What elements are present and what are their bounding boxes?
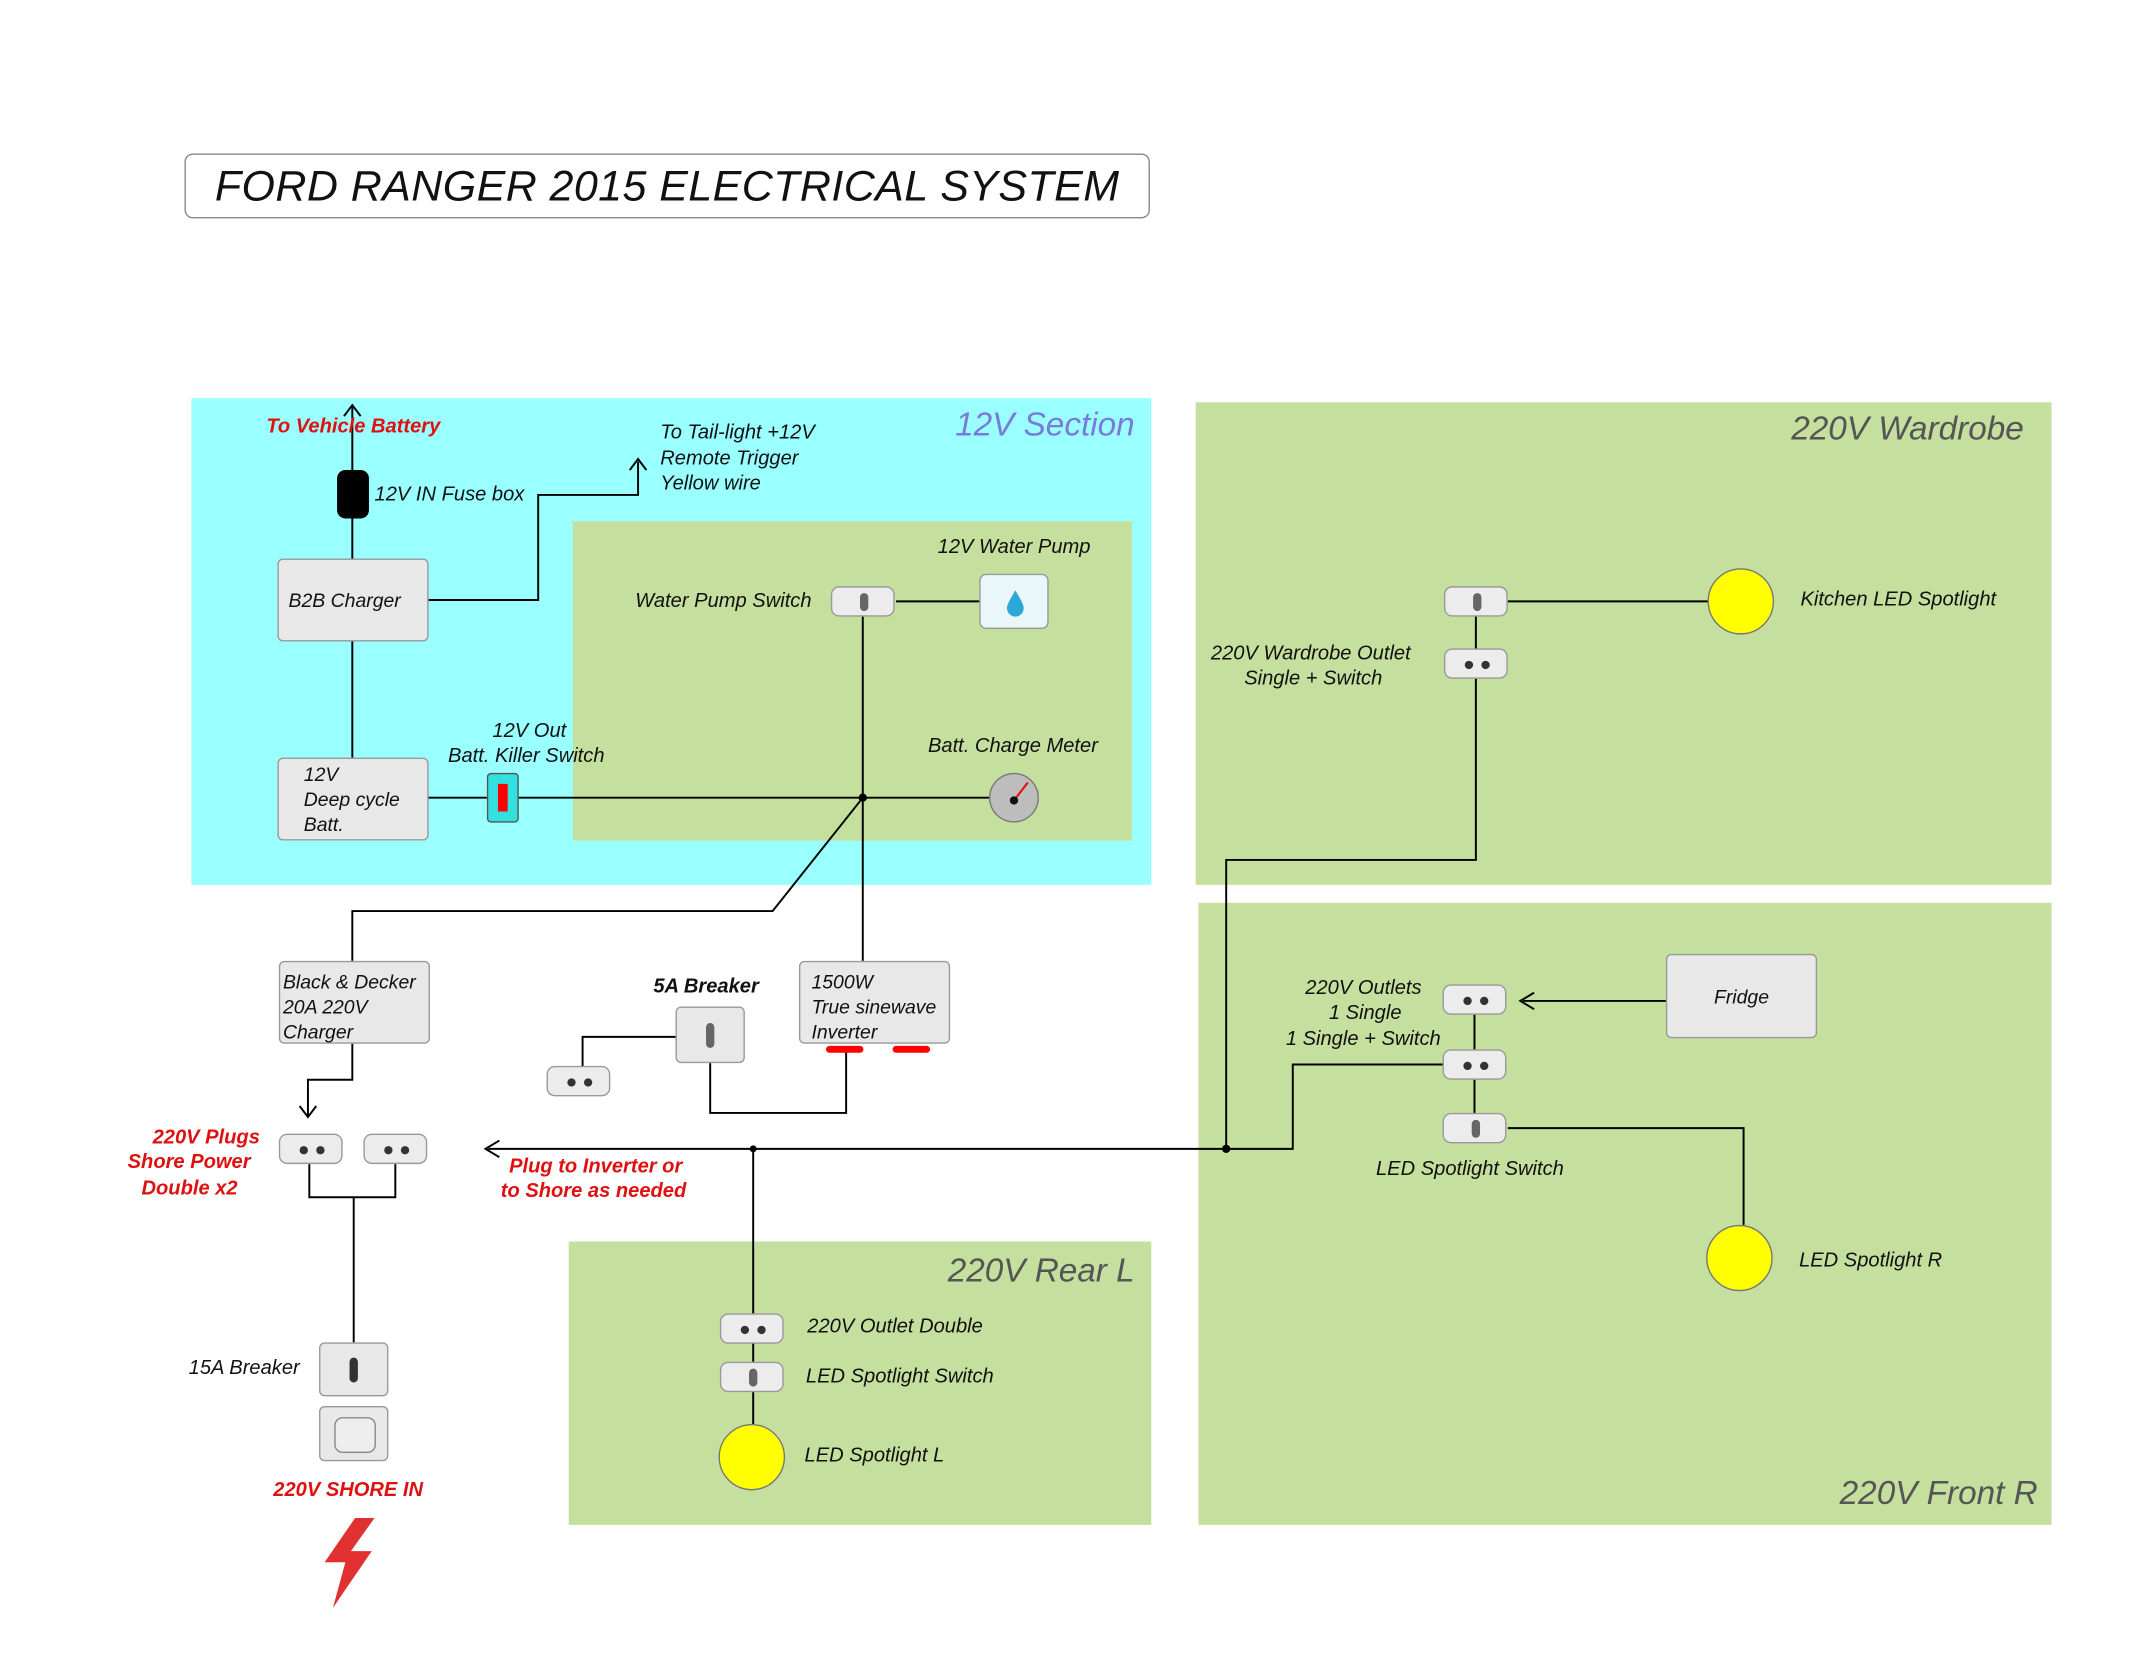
water-drop-icon [1007, 590, 1024, 617]
outlets-front-label-3: 1 Single + Switch [1285, 1028, 1441, 1051]
tail-light-label-1: To Tail-light +12V [660, 421, 815, 444]
plugs-220v-label-2: Shore Power [127, 1151, 251, 1174]
section-front-r-label: 220V Front R [1839, 1475, 2038, 1513]
front-spotlight-switch[interactable] [1442, 1112, 1507, 1144]
wardrobe-switch[interactable] [1443, 586, 1508, 617]
breaker-5a[interactable] [675, 1006, 745, 1064]
rear-spotlight-switch[interactable] [719, 1361, 784, 1393]
water-pump-switch-label: Water Pump Switch [635, 590, 812, 613]
battery-line-1: 12V [303, 763, 339, 786]
shore-plug-1[interactable] [278, 1133, 343, 1165]
kitchen-spotlight-bulb [1707, 568, 1775, 635]
outlets-front-label-2: 1 Single [1328, 1002, 1402, 1025]
water-pump-switch[interactable] [830, 586, 895, 617]
gauge-needle-icon [1009, 781, 1029, 805]
killer-switch-lever [497, 783, 508, 812]
section-220v-rear-l: 220V Rear L [568, 1241, 1152, 1525]
plug-to-inverter-label-2: to Shore as needed [500, 1180, 687, 1203]
lightning-icon [324, 1517, 375, 1608]
tail-light-label-3: Yellow wire [660, 472, 761, 495]
rear-spotlight-switch-label: LED Spotlight Switch [805, 1365, 994, 1389]
plugs-220v-label-1: 220V Plugs [152, 1126, 260, 1149]
front-outlet-switched[interactable] [1442, 1049, 1507, 1080]
tail-light-label-2: Remote Trigger [660, 447, 799, 471]
killer-switch-label-2: Batt. Killer Switch [448, 745, 605, 768]
spotlight-r-bulb [1706, 1224, 1773, 1292]
page-title: FORD RANGER 2015 ELECTRICAL SYSTEM [184, 153, 1150, 219]
inverter-line-3: Inverter [811, 1020, 878, 1043]
shore-in-label: 220V SHORE IN [273, 1479, 424, 1502]
kitchen-spotlight-label: Kitchen LED Spotlight [1800, 588, 1997, 612]
breaker-5a-label: 5A Breaker [653, 976, 759, 999]
breaker-15a-toggle [349, 1357, 358, 1383]
spotlight-l-label: LED Spotlight L [804, 1444, 945, 1467]
charge-meter-label: Batt. Charge Meter [927, 735, 1098, 758]
wardrobe-outlet[interactable] [1443, 648, 1508, 679]
fuse-box-label: 12V IN Fuse box [374, 483, 525, 506]
bd-charger-line-3: Charger [282, 1020, 354, 1043]
spotlight-l-bulb [718, 1423, 786, 1491]
inverter-line-1: 1500W [811, 970, 873, 993]
battery-line-2: Deep cycle [303, 788, 400, 811]
shore-plug-2[interactable] [363, 1133, 428, 1165]
deep-cycle-battery: 12V Deep cycle Batt. [277, 757, 429, 841]
battery-line-3: Batt. [303, 812, 344, 836]
rear-outlet-double[interactable] [719, 1313, 784, 1344]
inverter-line-2: True sinewave [811, 995, 937, 1018]
plugs-220v-label-3: Double x2 [141, 1177, 238, 1201]
charge-meter-gauge-icon [989, 772, 1039, 823]
outlet-5a-breaker[interactable] [546, 1065, 611, 1097]
fridge: Fridge [1665, 953, 1818, 1039]
water-pump-label: 12V Water Pump [937, 536, 1091, 559]
breaker-5a-toggle [706, 1023, 715, 1048]
breaker-15a[interactable] [319, 1342, 389, 1397]
bd-charger-line-1: Black & Decker [282, 970, 416, 993]
inverter-1500w: 1500W True sinewave Inverter [798, 960, 951, 1044]
water-pump-icon [979, 573, 1049, 630]
front-outlet-single[interactable] [1442, 984, 1507, 1015]
spotlight-r-label: LED Spotlight R [1799, 1249, 1943, 1272]
fridge-label: Fridge [1713, 985, 1770, 1008]
b2b-charger-label: B2B Charger [288, 588, 401, 612]
bd-charger-line-2: 20A 220V [282, 995, 368, 1018]
section-water-pump-area [572, 521, 1132, 841]
shore-inlet[interactable] [319, 1406, 389, 1462]
breaker-15a-label: 15A Breaker [188, 1357, 300, 1380]
to-vehicle-battery-label: To Vehicle Battery [266, 416, 441, 439]
black-decker-charger: Black & Decker 20A 220V Charger [278, 960, 430, 1044]
plug-to-inverter-label-1: Plug to Inverter or [509, 1155, 683, 1178]
shore-inlet-socket [334, 1417, 376, 1454]
section-wardrobe-label: 220V Wardrobe [1791, 410, 2024, 448]
wardrobe-outlet-label-2: Single + Switch [1244, 667, 1383, 690]
front-spotlight-switch-label: LED Spotlight Switch [1376, 1158, 1564, 1181]
section-12v-label: 12V Section [955, 406, 1135, 444]
wardrobe-outlet-label-1: 220V Wardrobe Outlet [1210, 642, 1411, 665]
killer-switch-label-1: 12V Out [492, 720, 567, 743]
outlets-front-label-1: 220V Outlets [1305, 977, 1422, 1000]
fuse-icon [337, 470, 369, 519]
section-rear-l-label: 220V Rear L [947, 1252, 1135, 1290]
rear-outlet-label: 220V Outlet Double [807, 1316, 983, 1339]
battery-killer-switch[interactable] [486, 772, 519, 823]
b2b-charger: B2B Charger [277, 558, 429, 642]
